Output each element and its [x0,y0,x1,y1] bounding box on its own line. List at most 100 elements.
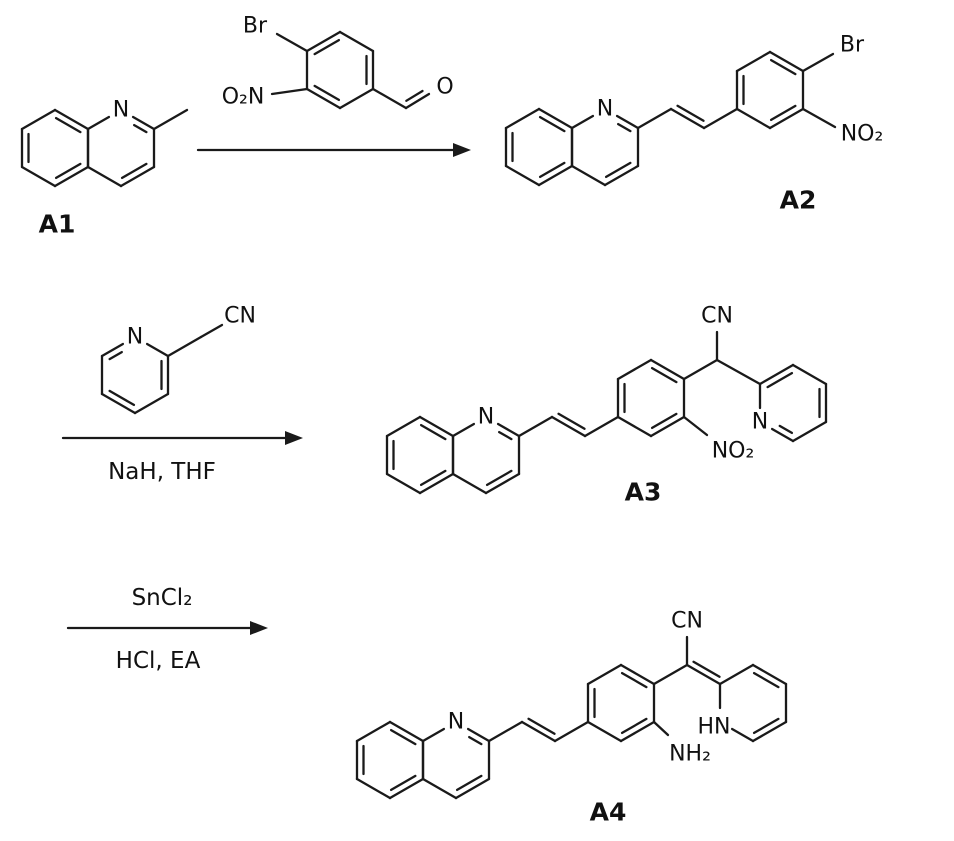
atom-label-a3-no2: NO₂ [712,439,755,464]
bond [730,727,755,743]
atom-label-r1-o: O [436,75,453,100]
bond [768,107,805,130]
bond [389,774,417,792]
atom-label-a3-quinoline-n: N [478,405,494,430]
bond [270,87,309,96]
bond [305,87,342,110]
bond [583,415,620,438]
arrow-head [453,143,471,157]
bond [520,720,557,743]
bond [338,87,375,110]
bond [766,371,794,389]
bond [636,107,673,130]
bond [692,660,721,678]
bond [570,164,607,187]
bond [676,104,705,122]
bond [496,422,521,438]
bond [682,415,709,437]
bond [538,161,566,179]
bond [620,717,648,735]
bond [166,335,203,358]
compound-label-a1: A1 [39,210,76,239]
bond [586,720,623,743]
structure-a4-product [355,635,788,800]
bond [451,472,488,495]
bond [484,472,521,495]
atom-label-a4-nh2: NH₂ [669,742,711,767]
bond [100,342,125,358]
atom-label-a2-no2: NO₂ [841,122,884,147]
bond [553,720,590,743]
atom-label-a3-pyridine-n: N [752,410,768,435]
bond [615,114,640,130]
bond [650,412,678,430]
bond [702,107,739,130]
bond [517,415,554,438]
bond [649,358,686,381]
bond [669,107,706,130]
bond [715,358,762,386]
reaction-arrow-step1 [196,143,471,157]
bond [619,663,656,686]
arrow-head [285,431,303,445]
bond [419,423,447,441]
bond [769,58,797,76]
bond [758,363,795,386]
atom-label-a2-ring-n: N [597,97,613,122]
bond [455,774,483,792]
bond [752,717,780,735]
bond [735,107,772,130]
bond [108,389,136,407]
atom-label-a3-cn: CN [701,304,733,329]
bond [421,727,446,743]
bond [770,427,795,443]
reaction-arrow-step2 [61,431,303,445]
bond [752,671,780,689]
bond [199,323,224,339]
reagent-text-step2-below: NaH, THF [108,459,216,485]
bond [152,108,189,131]
bond [466,727,491,743]
bond [617,122,632,133]
arrow-head [250,621,268,635]
bond [275,32,309,53]
bond [603,164,640,187]
bond [119,165,156,188]
bond [54,116,82,134]
bond [619,720,656,743]
reagent-text-step3-below: HCl, EA [116,648,201,674]
bond [586,663,623,686]
bond [419,469,447,487]
bond [313,38,341,56]
bond [388,720,425,743]
atom-label-r2-ring-n: N [127,325,143,350]
bond [550,415,587,438]
bond [53,108,90,131]
compound-label-a4: A4 [590,798,627,827]
bond [388,777,425,800]
bond [769,104,797,122]
bond [616,415,653,438]
bond [389,728,417,746]
bond [133,392,170,415]
atom-label-r2-cn: CN [224,304,256,329]
bond [685,663,722,686]
bond [682,358,719,381]
bond [20,108,57,131]
bond [801,52,835,73]
bond [620,671,648,689]
bond [133,123,148,134]
bond [650,366,678,384]
bond [652,720,670,737]
bond [338,30,375,53]
bond [145,342,170,358]
atom-label-a4-cn: CN [671,609,703,634]
bond [86,165,123,188]
reaction-arrow-step3 [66,621,268,635]
bond [454,777,491,800]
bond [538,115,566,133]
bond [86,115,111,131]
bond [355,720,392,743]
bond [405,89,424,102]
